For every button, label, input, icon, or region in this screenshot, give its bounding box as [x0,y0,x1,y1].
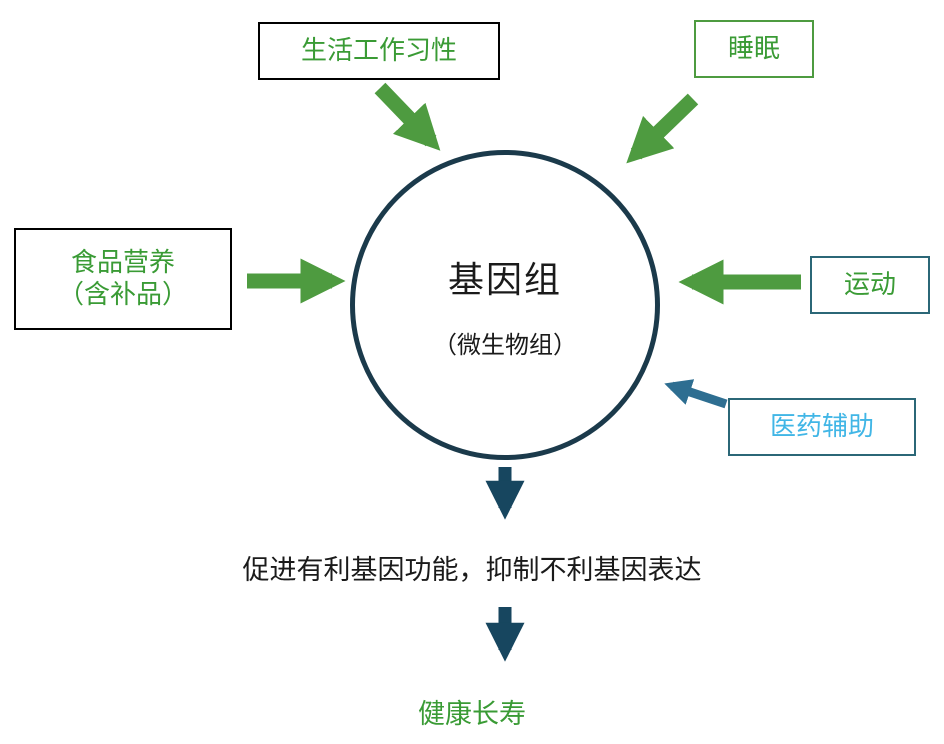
habits-to-genome-arrow [374,82,441,151]
food-nutrition-label-line2: （含补品） [57,280,188,310]
node-life-work-habits: 生活工作习性 [258,22,500,80]
sleep-label: 睡眠 [727,33,780,64]
exercise-label: 运动 [843,269,896,300]
medicine-to-genome-arrow [664,379,728,409]
food-nutrition-label-line1: 食品营养 [70,247,175,278]
node-exercise: 运动 [810,256,930,314]
node-medical-assistance: 医药辅助 [728,398,916,456]
node-food-nutrition: 食品营养 （含补品） [14,228,232,330]
medical-assistance-label: 医药辅助 [769,411,874,442]
node-sleep: 睡眠 [694,20,814,78]
genome-title: 基因组 [447,259,562,301]
life-work-habits-label: 生活工作习性 [300,35,457,66]
microbiome-subtitle: （微生物组） [433,330,577,359]
gene-function-statement: 促进有利基因功能，抑制不利基因表达 [242,555,702,586]
sleep-to-genome-arrow [626,93,699,164]
healthy-longevity-result: 健康长寿 [418,699,526,730]
genome-circle-node: 基因组 （微生物组） [350,150,660,460]
